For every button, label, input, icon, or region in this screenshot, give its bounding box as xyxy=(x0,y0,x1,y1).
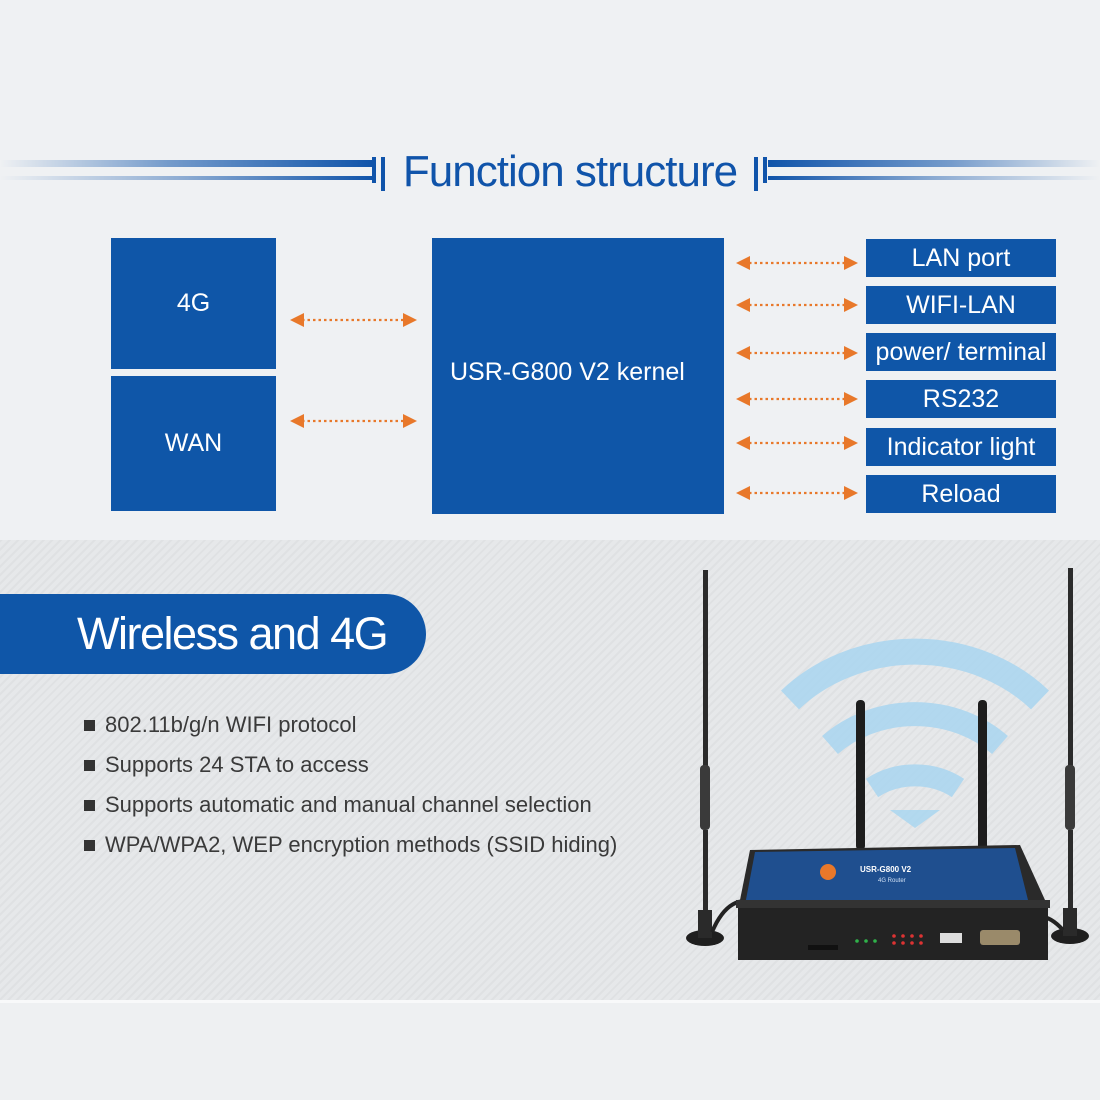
router-sublabel: 4G Router xyxy=(878,878,906,884)
port-label: Reload xyxy=(921,479,1001,508)
title-rule-left-thin xyxy=(0,176,372,180)
title-tick xyxy=(381,157,385,191)
port-reload: Reload xyxy=(866,475,1056,513)
block-label: 4G xyxy=(176,289,211,317)
port-label: WIFI-LAN xyxy=(906,290,1016,319)
feature-item: Supports 24 STA to access xyxy=(84,752,369,778)
bullet-icon xyxy=(84,719,95,731)
port-wifi-lan: WIFI-LAN xyxy=(866,286,1056,324)
antenna-short xyxy=(856,700,865,850)
feature-text: Supports automatic and manual channel se… xyxy=(105,792,592,817)
antenna-left xyxy=(686,570,724,946)
section-title: Function structure xyxy=(402,147,738,196)
title-tick xyxy=(763,157,767,183)
port-power-terminal: power/ terminal xyxy=(866,333,1056,371)
wireless-banner: Wireless and 4G xyxy=(0,594,426,674)
title-rule-left xyxy=(0,160,372,167)
port-indicator-light: Indicator light xyxy=(866,428,1056,466)
block-kernel: USR-G800 V2 kernel xyxy=(432,238,724,514)
feature-text: Supports 24 STA to access xyxy=(105,752,369,777)
title-tick xyxy=(754,157,758,191)
block-4g: 4G xyxy=(111,238,276,369)
title-rule-right-thin xyxy=(768,176,1100,180)
port-label: RS232 xyxy=(922,384,1000,413)
block-wan: WAN xyxy=(111,376,276,511)
router-image: USR-G800 V2 4G Router xyxy=(686,568,1089,960)
usb-port xyxy=(940,933,962,943)
port-label: power/ terminal xyxy=(875,337,1047,366)
port-lan: LAN port xyxy=(866,239,1056,277)
wireless-title: Wireless and 4G xyxy=(77,608,389,659)
title-rule-right xyxy=(768,160,1100,167)
feature-item: WPA/WPA2, WEP encryption methods (SSID h… xyxy=(84,832,617,858)
feature-item: 802.11b/g/n WIFI protocol xyxy=(84,712,357,738)
function-structure-section: Function structure 4G WAN USR-G800 V2 ke… xyxy=(0,0,1100,540)
title-tick xyxy=(372,157,376,183)
feature-text: 802.11b/g/n WIFI protocol xyxy=(105,712,357,737)
bullet-icon xyxy=(84,799,95,811)
antenna-short xyxy=(978,700,987,850)
kernel-label: USR-G800 V2 kernel xyxy=(450,358,685,386)
logo-icon xyxy=(820,864,836,880)
bullet-icon xyxy=(84,759,95,771)
port-label: Indicator light xyxy=(886,432,1036,461)
port-label: LAN port xyxy=(911,243,1011,272)
antenna-right xyxy=(1051,568,1089,944)
router-model: USR-G800 V2 xyxy=(860,865,912,874)
rs232-connector xyxy=(980,930,1020,945)
router-body: USR-G800 V2 4G Router xyxy=(736,845,1050,960)
footer-band xyxy=(0,1000,1100,1100)
connector-arrows xyxy=(290,256,858,500)
footer-line xyxy=(0,1000,1100,1003)
feature-text: WPA/WPA2, WEP encryption methods (SSID h… xyxy=(105,832,618,857)
wifi-signal-icon xyxy=(781,638,1049,798)
feature-item: Supports automatic and manual channel se… xyxy=(84,792,592,818)
port-rs232: RS232 xyxy=(866,380,1056,418)
bullet-icon xyxy=(84,839,95,851)
block-label: WAN xyxy=(164,429,223,457)
